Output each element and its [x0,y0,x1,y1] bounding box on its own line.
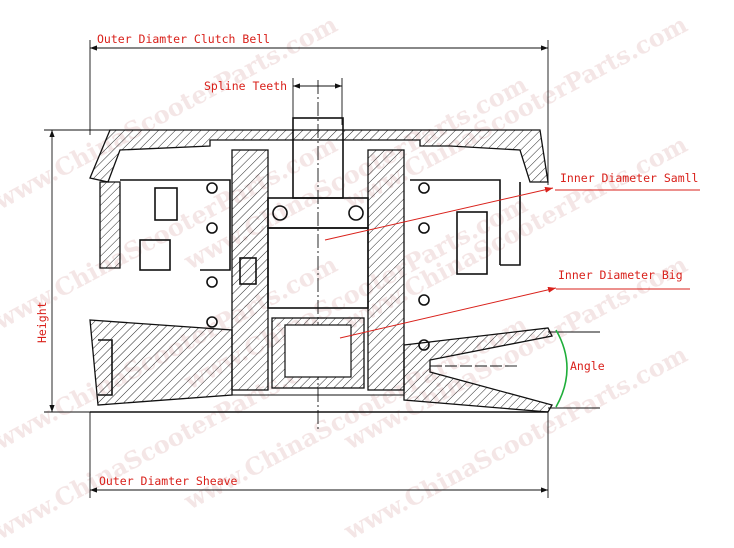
label-inner-diameter-small: Inner Diameter Samll [560,171,698,185]
label-spline-teeth: Spline Teeth [204,79,287,93]
leader-lines [324,186,700,339]
label-outer-sheave: Outer Diamter Sheave [99,474,238,488]
angle-arc [555,329,568,408]
label-height: Height [35,301,49,343]
label-outer-clutch-bell: Outer Diamter Clutch Bell [97,32,270,46]
hub [206,117,430,396]
label-inner-diameter-big: Inner Diameter Big [558,268,683,282]
sheave [89,319,600,413]
label-angle: Angle [570,359,605,373]
clutch-bell [89,129,549,275]
